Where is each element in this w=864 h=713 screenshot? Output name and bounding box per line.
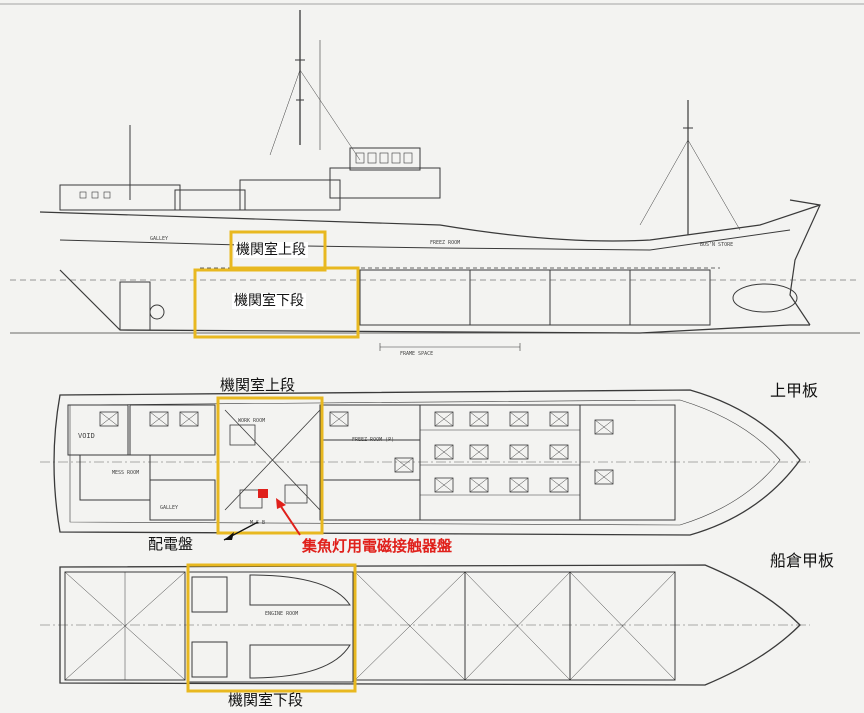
highlight-engine-upper-plan <box>216 396 324 535</box>
side-profile <box>10 10 860 351</box>
highlight-engine-upper-side <box>229 230 327 270</box>
label-engine-lower-plan: 機関室下段 <box>228 691 304 709</box>
label-hold-deck: 船倉甲板 <box>770 551 835 570</box>
contactor-panel-marker <box>258 489 268 498</box>
hold-deck-plan <box>40 564 810 686</box>
bosn-store-text: BOS'N STORE <box>700 242 734 248</box>
galley-text: GALLEY <box>150 236 169 242</box>
galley-plan-text: GALLEY <box>160 505 179 511</box>
highlight-engine-lower-plan <box>186 563 357 693</box>
mess-room-text: MESS ROOM <box>112 470 140 476</box>
highlight-engine-lower-side <box>193 266 360 339</box>
label-engine-upper-plan: 機関室上段 <box>220 376 296 394</box>
label-engine-upper-side: 機関室上段 <box>234 242 308 258</box>
freez-room-plan-text: FREEZ ROOM (P) <box>352 437 395 443</box>
work-room-text: WORK ROOM <box>238 418 266 424</box>
engine-room-text: ENGINE ROOM <box>265 611 299 617</box>
label-upper-deck: 上甲板 <box>770 381 819 400</box>
label-switchboard: 配電盤 <box>148 535 194 553</box>
label-contactor-panel: 集魚灯用電磁接触器盤 <box>302 537 453 555</box>
label-engine-lower-side: 機関室下段 <box>232 293 306 309</box>
msb-text: M S B <box>250 520 266 526</box>
frame-space-text: FRAME SPACE <box>400 351 434 357</box>
upper-deck-plan <box>40 389 810 536</box>
void-text: VOID <box>78 432 95 440</box>
freez-room-text: FREEZ ROOM <box>430 240 461 246</box>
